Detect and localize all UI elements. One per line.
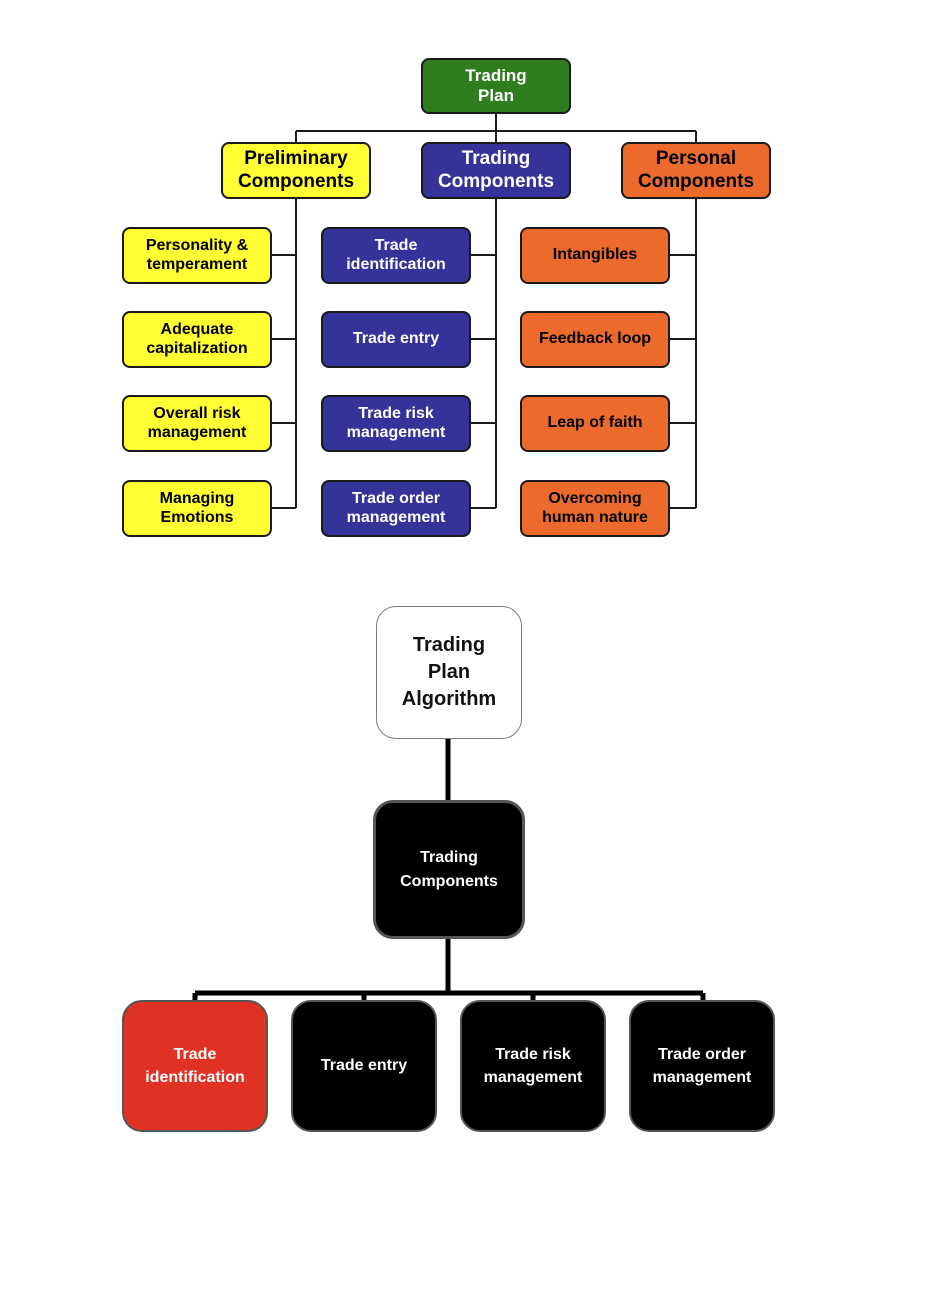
- item-feedback-loop: Feedback loop: [520, 311, 670, 368]
- algo-trade-order-management: Trade order management: [629, 1000, 775, 1132]
- item-leap-of-faith: Leap of faith: [520, 395, 670, 452]
- personal-components-header: Personal Components: [621, 142, 771, 199]
- item-adequate-capitalization: Adequate capitalization: [122, 311, 272, 368]
- item-managing-emotions: Managing Emotions: [122, 480, 272, 537]
- item-trade-order-management: Trade order management: [321, 480, 471, 537]
- item-intangibles: Intangibles: [520, 227, 670, 284]
- item-trade-identification: Trade identification: [321, 227, 471, 284]
- trading-components-header: Trading Components: [421, 142, 571, 199]
- trading-plan-algorithm-root: Trading Plan Algorithm: [376, 606, 522, 739]
- item-trade-risk-management: Trade risk management: [321, 395, 471, 452]
- algo-trade-identification: Trade identification: [122, 1000, 268, 1132]
- item-personality-temperament: Personality & temperament: [122, 227, 272, 284]
- trading-plan-root: Trading Plan: [421, 58, 571, 114]
- item-overcoming-human-nature: Overcoming human nature: [520, 480, 670, 537]
- item-trade-entry: Trade entry: [321, 311, 471, 368]
- algo-trade-entry: Trade entry: [291, 1000, 437, 1132]
- item-overall-risk-management: Overall risk management: [122, 395, 272, 452]
- preliminary-components-header: Preliminary Components: [221, 142, 371, 199]
- trading-components-node: Trading Components: [373, 800, 525, 939]
- algo-trade-risk-management: Trade risk management: [460, 1000, 606, 1132]
